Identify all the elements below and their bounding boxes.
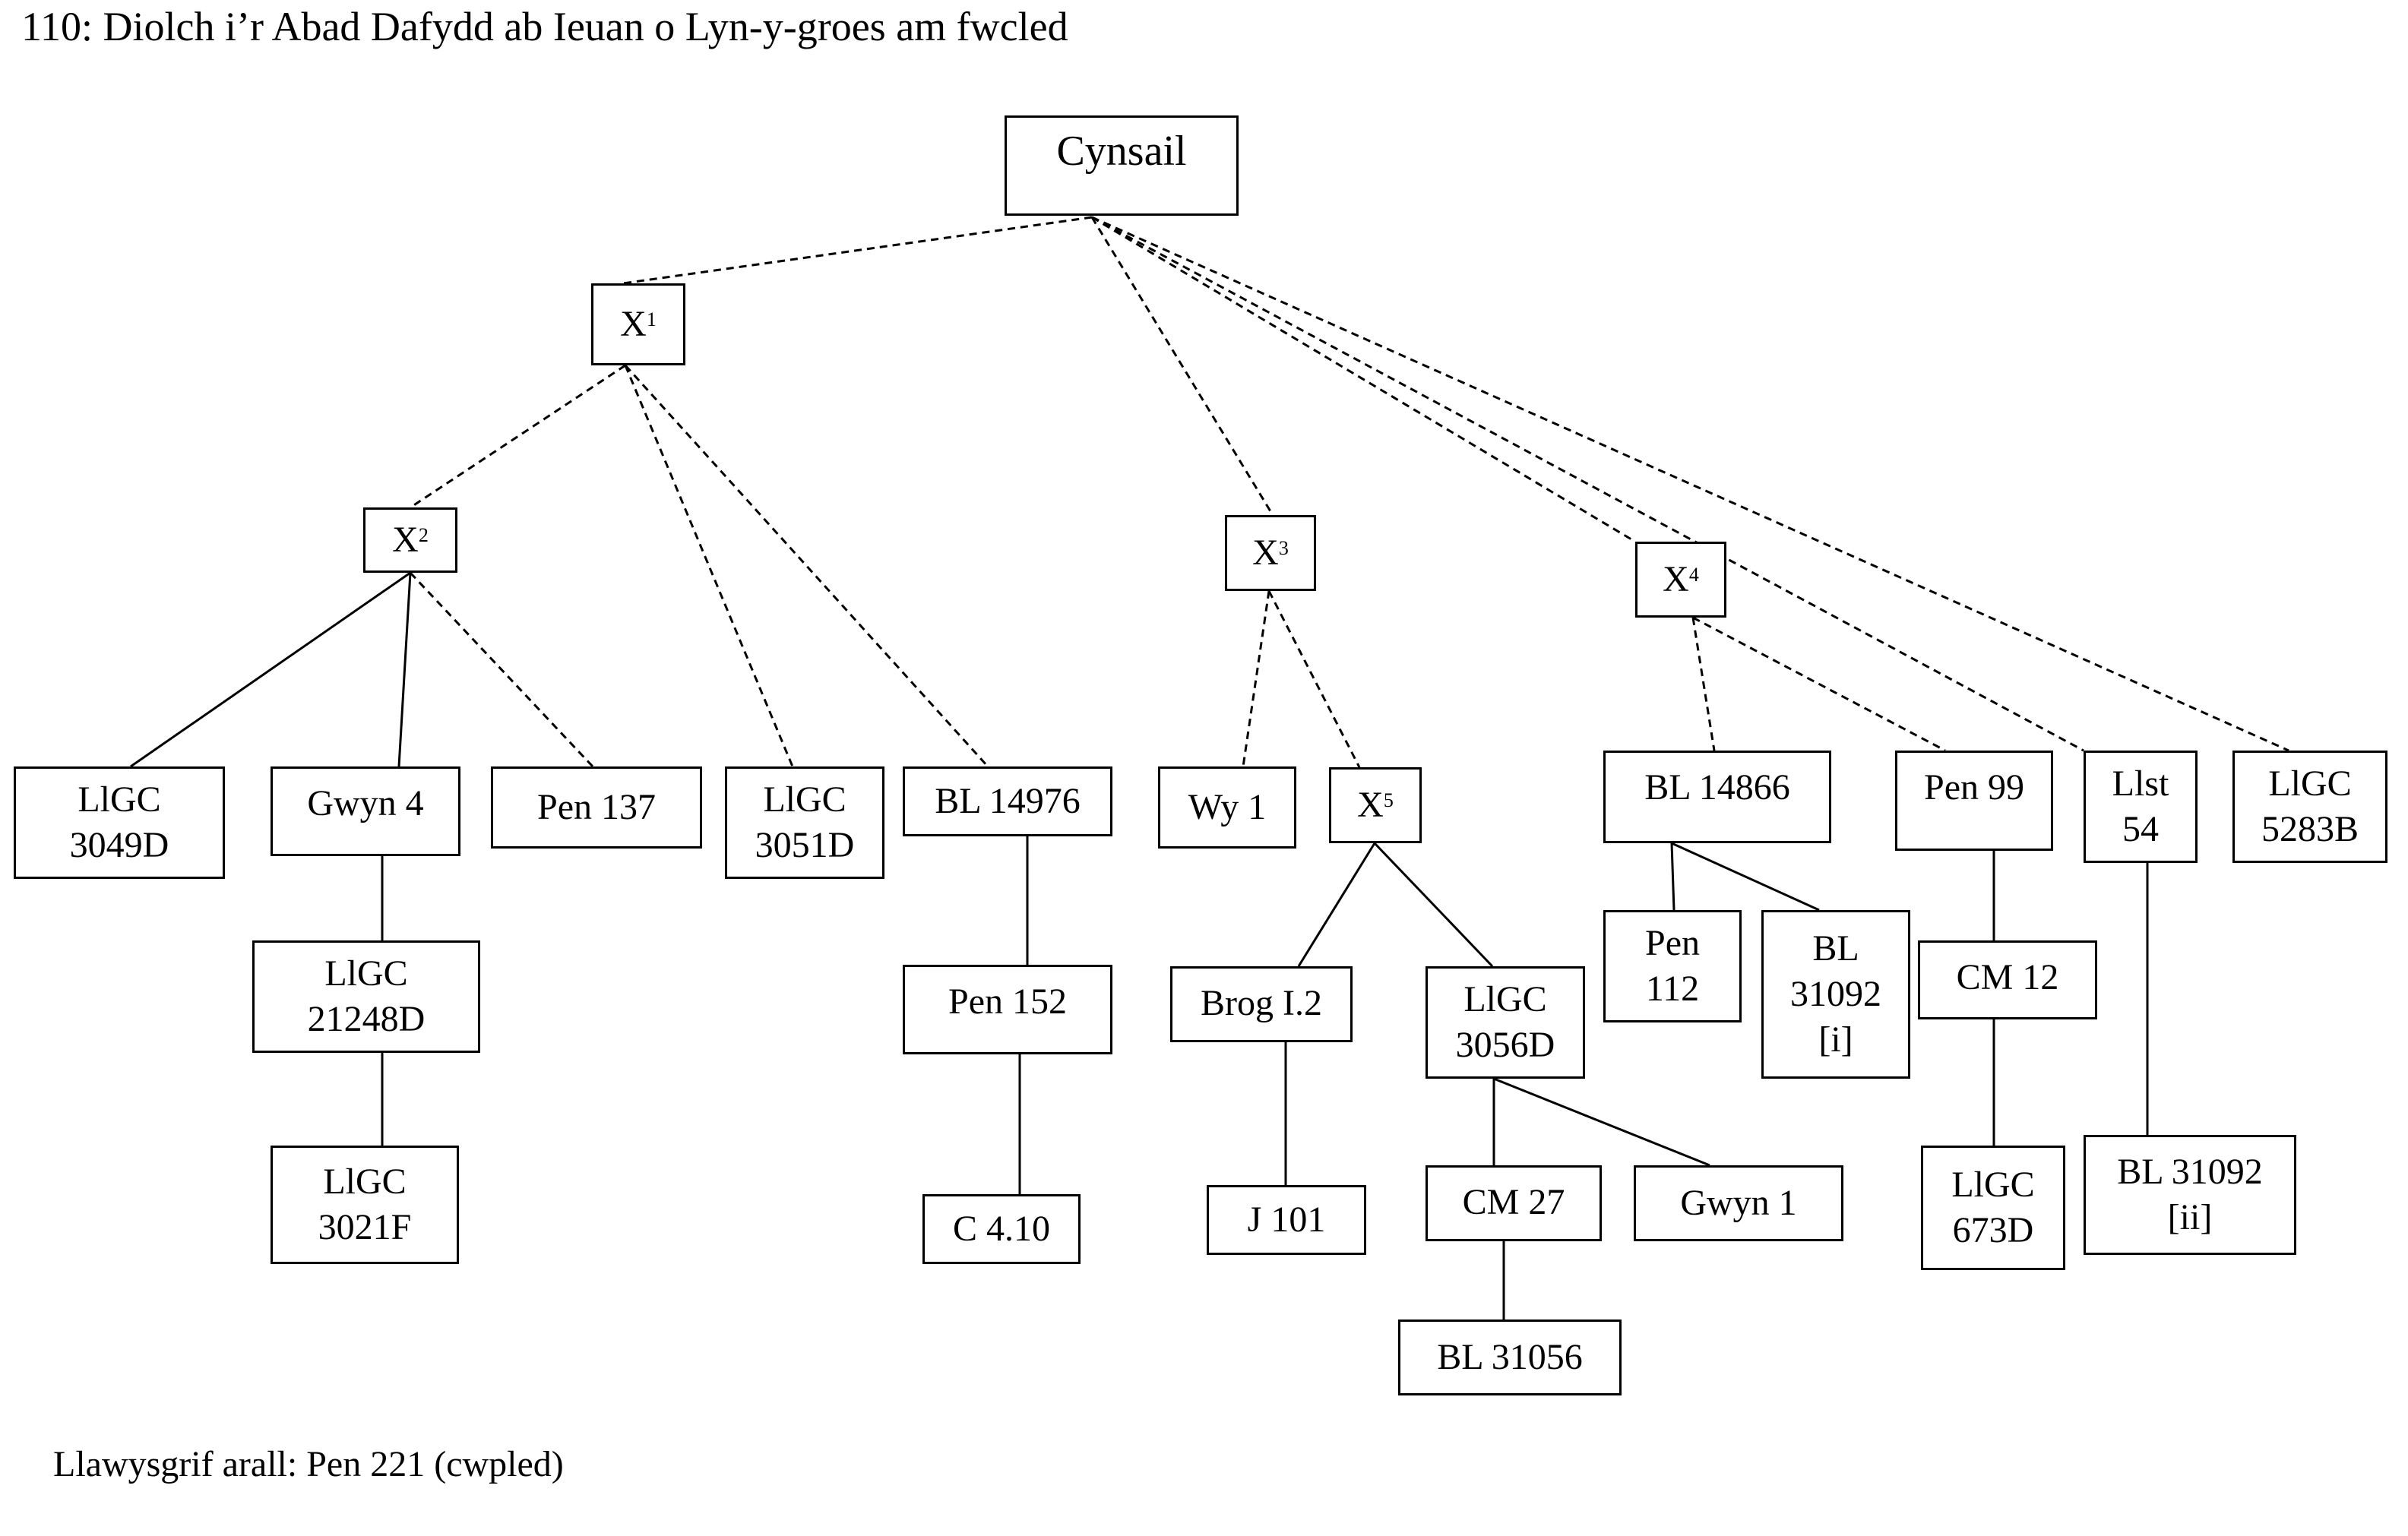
node-label: X3 xyxy=(1252,533,1289,573)
manuscript-node-c410: C 4.10 xyxy=(922,1194,1081,1264)
edge-x5-to-llgc3056d xyxy=(1373,842,1494,968)
manuscript-node-pen99: Pen 99 xyxy=(1895,751,2053,851)
manuscript-node-llgc673d: LlGC 673D xyxy=(1921,1146,2065,1270)
node-label: LlGC 673D xyxy=(1951,1165,2035,1250)
manuscript-node-llst54: Llst 54 xyxy=(2084,751,2198,863)
manuscript-node-x5: X5 xyxy=(1329,767,1422,843)
manuscript-node-x3: X3 xyxy=(1225,515,1316,591)
node-label: C 4.10 xyxy=(952,1209,1050,1249)
edge-cynsail-to-llst54 xyxy=(1091,216,2084,752)
manuscript-node-bl31056: BL 31056 xyxy=(1398,1320,1622,1395)
edge-bl14866-to-bl31092i xyxy=(1671,842,1820,912)
manuscript-node-llgc3056d: LlGC 3056D xyxy=(1425,966,1585,1079)
edge-x2-to-gwyn4 xyxy=(397,572,412,767)
node-superscript: 2 xyxy=(418,524,429,546)
node-label: BL 14866 xyxy=(1644,767,1790,808)
node-label: LlGC 3021F xyxy=(318,1161,412,1247)
manuscript-node-cm12: CM 12 xyxy=(1918,940,2097,1019)
manuscript-node-cynsail: Cynsail xyxy=(1005,115,1239,216)
edge-x2-to-llgc3049d xyxy=(130,571,411,768)
manuscript-node-bl31092ii: BL 31092 [ii] xyxy=(2084,1135,2296,1255)
edge-x5-to-brogi2 xyxy=(1297,842,1376,967)
manuscript-node-gwyn1: Gwyn 1 xyxy=(1634,1165,1843,1241)
manuscript-node-bl31092i: BL 31092 [i] xyxy=(1761,910,1910,1079)
node-label: J 101 xyxy=(1247,1199,1326,1240)
edge-x1-to-llgc3051d xyxy=(624,365,794,767)
node-label: LlGC 3051D xyxy=(755,779,855,865)
edge-x1-to-x2 xyxy=(410,364,626,509)
manuscript-node-pen112: Pen 112 xyxy=(1603,910,1742,1022)
edge-x3-to-x5 xyxy=(1267,590,1361,768)
footnote-other-manuscript: Llawysgrif arall: Pen 221 (cwpled) xyxy=(53,1444,564,1484)
node-label: BL 31056 xyxy=(1437,1337,1583,1377)
manuscript-node-pen152: Pen 152 xyxy=(903,965,1112,1054)
node-label: Pen 137 xyxy=(537,787,656,827)
manuscript-node-pen137: Pen 137 xyxy=(491,766,702,849)
edge-cynsail-to-x3 xyxy=(1090,216,1274,516)
node-label: X2 xyxy=(392,520,429,560)
node-label: Pen 152 xyxy=(948,981,1067,1022)
node-label: LlGC 3056D xyxy=(1455,979,1555,1065)
manuscript-node-wy1: Wy 1 xyxy=(1158,766,1296,849)
edge-x3-to-wy1 xyxy=(1242,590,1270,767)
manuscript-node-brogi2: Brog I.2 xyxy=(1170,966,1353,1042)
node-label: Gwyn 4 xyxy=(307,783,424,823)
node-superscript: 3 xyxy=(1278,537,1289,559)
edge-x1-to-bl14976 xyxy=(624,364,989,768)
node-label: BL 31092 [ii] xyxy=(2117,1152,2263,1237)
manuscript-node-x4: X4 xyxy=(1635,542,1726,618)
node-label: CM 27 xyxy=(1462,1182,1565,1222)
node-superscript: 5 xyxy=(1383,789,1394,811)
node-label: CM 12 xyxy=(1956,957,2059,997)
manuscript-node-bl14866: BL 14866 xyxy=(1603,751,1831,843)
edge-x4-to-pen99 xyxy=(1692,616,1946,752)
node-superscript: 1 xyxy=(646,308,657,330)
manuscript-node-llgc3021f: LlGC 3021F xyxy=(271,1146,459,1264)
node-label: LlGC 5283B xyxy=(2261,763,2359,849)
manuscript-node-llgc5283b: LlGC 5283B xyxy=(2232,751,2387,863)
manuscript-node-gwyn4: Gwyn 4 xyxy=(271,766,460,856)
node-label: X5 xyxy=(1357,785,1394,825)
node-label: BL 31092 [i] xyxy=(1790,928,1881,1060)
node-label: Pen 99 xyxy=(1924,767,2024,808)
node-superscript: 4 xyxy=(1688,564,1699,586)
edge-x4-to-bl14866 xyxy=(1691,617,1716,751)
edge-cynsail-to-x1 xyxy=(622,216,1093,285)
node-label: Gwyn 1 xyxy=(1680,1183,1797,1223)
node-label: X4 xyxy=(1663,559,1699,599)
manuscript-node-llgc3051d: LlGC 3051D xyxy=(725,766,884,879)
manuscript-node-cm27: CM 27 xyxy=(1425,1165,1602,1241)
manuscript-node-llgc21248d: LlGC 21248D xyxy=(252,940,480,1053)
manuscript-node-j101: J 101 xyxy=(1207,1185,1366,1255)
manuscript-node-llgc3049d: LlGC 3049D xyxy=(14,766,225,879)
node-label: Cynsail xyxy=(1056,128,1187,175)
node-label: BL 14976 xyxy=(935,781,1081,821)
manuscript-node-x1: X1 xyxy=(591,283,685,365)
node-label: Llst 54 xyxy=(2112,763,2169,849)
edge-cynsail-to-x4 xyxy=(1091,216,1636,543)
edge-cynsail-to-llgc5283b xyxy=(1091,216,2289,752)
diagram-title: 110: Diolch i’r Abad Dafydd ab Ieuan o L… xyxy=(21,4,1068,49)
node-label: LlGC 21248D xyxy=(307,953,426,1039)
node-label: X1 xyxy=(620,304,657,344)
node-label: Pen 112 xyxy=(1645,923,1700,1009)
edge-bl14866-to-pen112 xyxy=(1670,842,1675,911)
node-label: Brog I.2 xyxy=(1201,983,1322,1023)
manuscript-node-x2: X2 xyxy=(363,507,457,573)
edge-llgc3056d-to-gwyn1 xyxy=(1493,1077,1710,1167)
node-label: LlGC 3049D xyxy=(69,779,169,865)
edge-x2-to-pen137 xyxy=(409,571,594,768)
node-label: Wy 1 xyxy=(1188,787,1267,827)
manuscript-node-bl14976: BL 14976 xyxy=(903,766,1112,836)
